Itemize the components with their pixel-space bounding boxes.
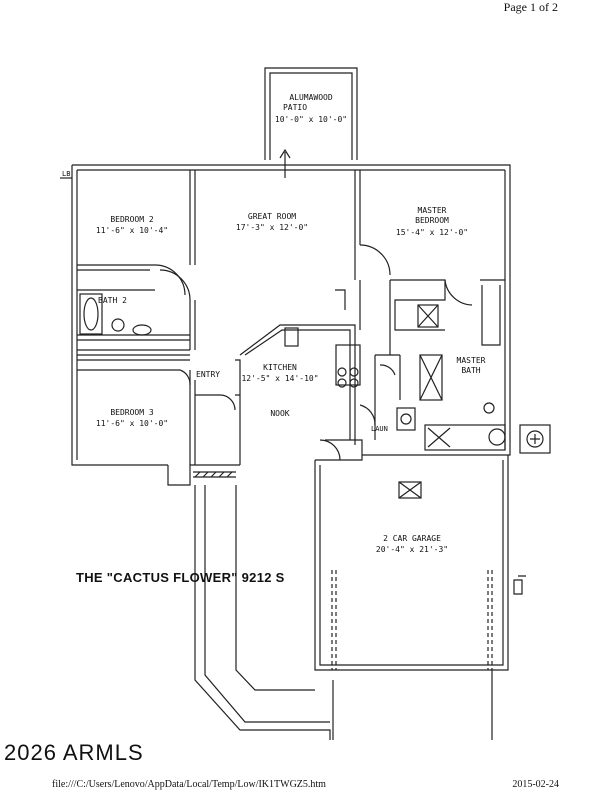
bedroom2-label: BEDROOM 2 bbox=[110, 215, 154, 224]
kitchen-dims: 12'-5" x 14'-10" bbox=[241, 374, 318, 383]
master-bedroom-dims: 15'-4" x 12'-0" bbox=[396, 228, 468, 237]
garage-outline bbox=[314, 455, 509, 671]
lb-tag: LB bbox=[62, 170, 70, 178]
footer-date: 2015-02-24 bbox=[512, 779, 559, 790]
patio-label-2: PATIO bbox=[283, 103, 307, 112]
page-number: Page 1 of 2 bbox=[503, 0, 558, 14]
laundry-label: LAUN bbox=[371, 425, 388, 433]
master-bedroom-label: MASTER bbox=[418, 206, 447, 215]
garage-dims: 20'-4" x 21'-3" bbox=[376, 545, 448, 554]
kitchen-label: KITCHEN bbox=[263, 363, 297, 372]
great-room-dims: 17'-3" x 12'-0" bbox=[236, 223, 308, 232]
bath2-label: BATH 2 bbox=[98, 296, 127, 305]
patio-label: ALUMAWOOD bbox=[289, 93, 333, 102]
master-bath-label: MASTER bbox=[457, 356, 486, 365]
entry-label: ENTRY bbox=[196, 370, 220, 379]
great-room-label: GREAT ROOM bbox=[248, 212, 296, 221]
watermark: 2026 ARMLS bbox=[4, 740, 144, 765]
patio-outline bbox=[264, 67, 358, 160]
garage-label: 2 CAR GARAGE bbox=[383, 534, 441, 543]
bedroom2-dims: 11'-6" x 10'-4" bbox=[96, 226, 168, 235]
bedroom3-label: BEDROOM 3 bbox=[110, 408, 154, 417]
outer-wall bbox=[71, 164, 511, 486]
master-bedroom-label-2: BEDROOM bbox=[415, 216, 449, 225]
nook-label: NOOK bbox=[270, 409, 289, 418]
footer-file-path: file:///C:/Users/Lenovo/AppData/Local/Te… bbox=[52, 779, 326, 790]
bedroom3-dims: 11'-6" x 10'-0" bbox=[96, 419, 168, 428]
master-bath-label-2: BATH bbox=[461, 366, 480, 375]
plan-title: THE "CACTUS FLOWER" 9212 S bbox=[76, 570, 285, 585]
patio-dims: 10'-0" x 10'-0" bbox=[275, 115, 347, 124]
